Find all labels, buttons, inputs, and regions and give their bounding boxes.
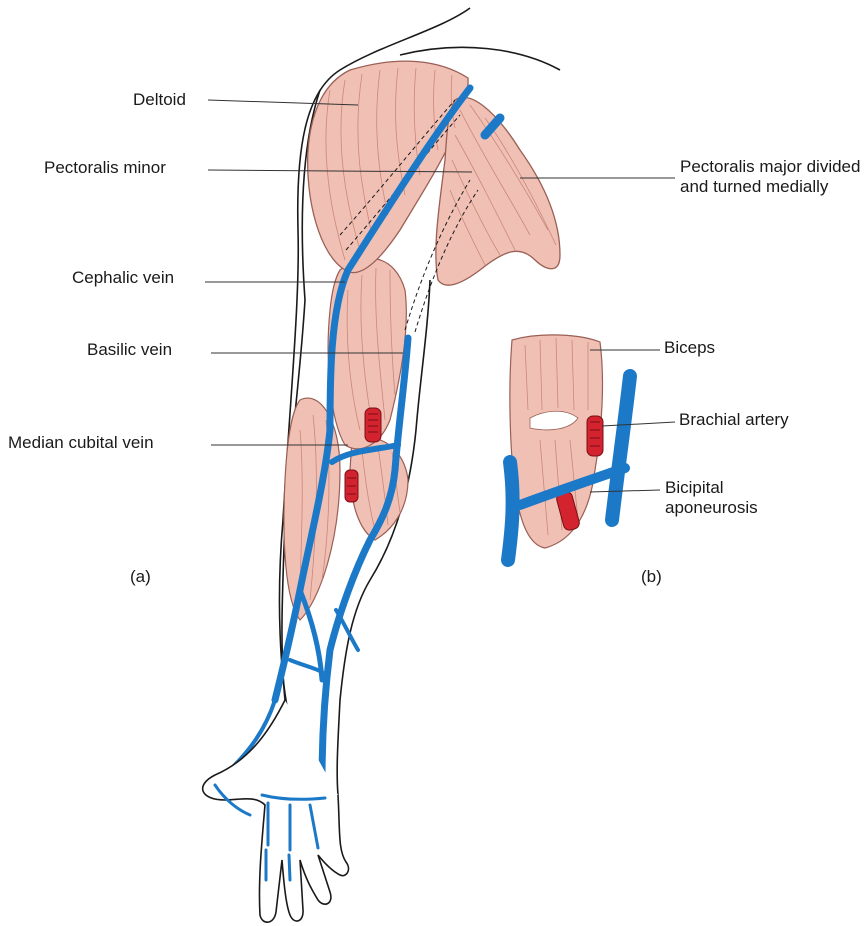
panel-label-a: (a) <box>130 567 151 587</box>
label-pectoralis-minor: Pectoralis minor <box>44 158 166 178</box>
panel-b-inset <box>508 335 630 560</box>
label-cephalic-vein: Cephalic vein <box>72 268 174 288</box>
panel-label-b: (b) <box>641 567 662 587</box>
hand-outline <box>203 700 349 922</box>
label-deltoid: Deltoid <box>133 90 186 110</box>
label-pectoralis-major: Pectoralis major divided and turned medi… <box>680 157 865 197</box>
label-biceps: Biceps <box>664 338 715 358</box>
label-brachial-artery: Brachial artery <box>679 410 789 430</box>
label-bicipital-aponeurosis: Bicipital aponeurosis <box>665 478 795 518</box>
label-median-cubital-vein: Median cubital vein <box>8 433 154 453</box>
label-basilic-vein: Basilic vein <box>87 340 172 360</box>
